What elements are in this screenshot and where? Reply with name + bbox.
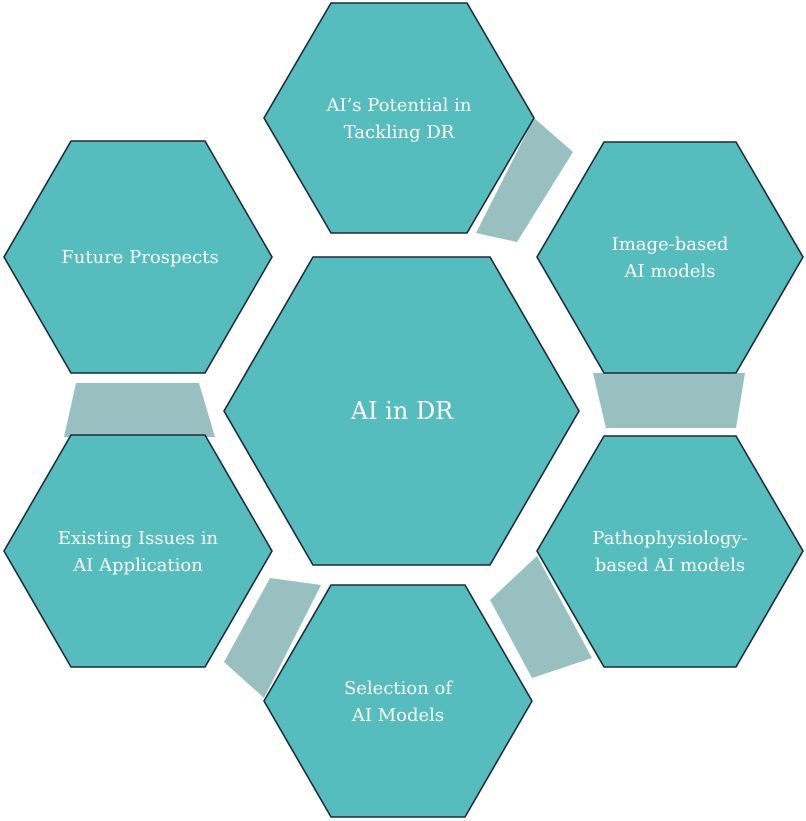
selection-label-line1: Selection of [344, 678, 453, 699]
pathophysiology-label-line2: based AI models [595, 555, 745, 576]
connector-image-pathophysiology [593, 373, 745, 428]
hexagon-existing-issues: Existing Issues in AI Application [3, 434, 273, 668]
connector-potential-image [476, 118, 573, 242]
connector-pathophysiology-selection [490, 556, 592, 678]
hexagon-potential: AI’s Potential in Tackling DR [263, 2, 535, 234]
hexagon-image-based: Image-based AI models [536, 141, 804, 374]
future-label: Future Prospects [61, 247, 218, 268]
selection-label-line2: AI Models [351, 705, 444, 726]
image-based-label-line2: AI models [624, 261, 716, 282]
connector-selection-existing [224, 578, 321, 698]
hexagon-pathophysiology: Pathophysiology- based AI models [536, 435, 804, 668]
potential-label-line2: Tackling DR [344, 122, 455, 143]
hexagon-future: Future Prospects [3, 140, 273, 374]
existing-issues-label-line1: Existing Issues in [58, 528, 219, 549]
center-label: AI in DR [350, 397, 454, 425]
connector-existing-future [64, 383, 215, 437]
image-based-label-line1: Image-based [612, 234, 729, 255]
potential-label-line1: AI’s Potential in [325, 95, 471, 116]
existing-issues-label-line2: AI Application [72, 555, 203, 576]
hexagon-selection: Selection of AI Models [263, 584, 533, 818]
pathophysiology-label-line1: Pathophysiology- [592, 528, 747, 549]
hexagon-center: AI in DR [223, 256, 580, 566]
